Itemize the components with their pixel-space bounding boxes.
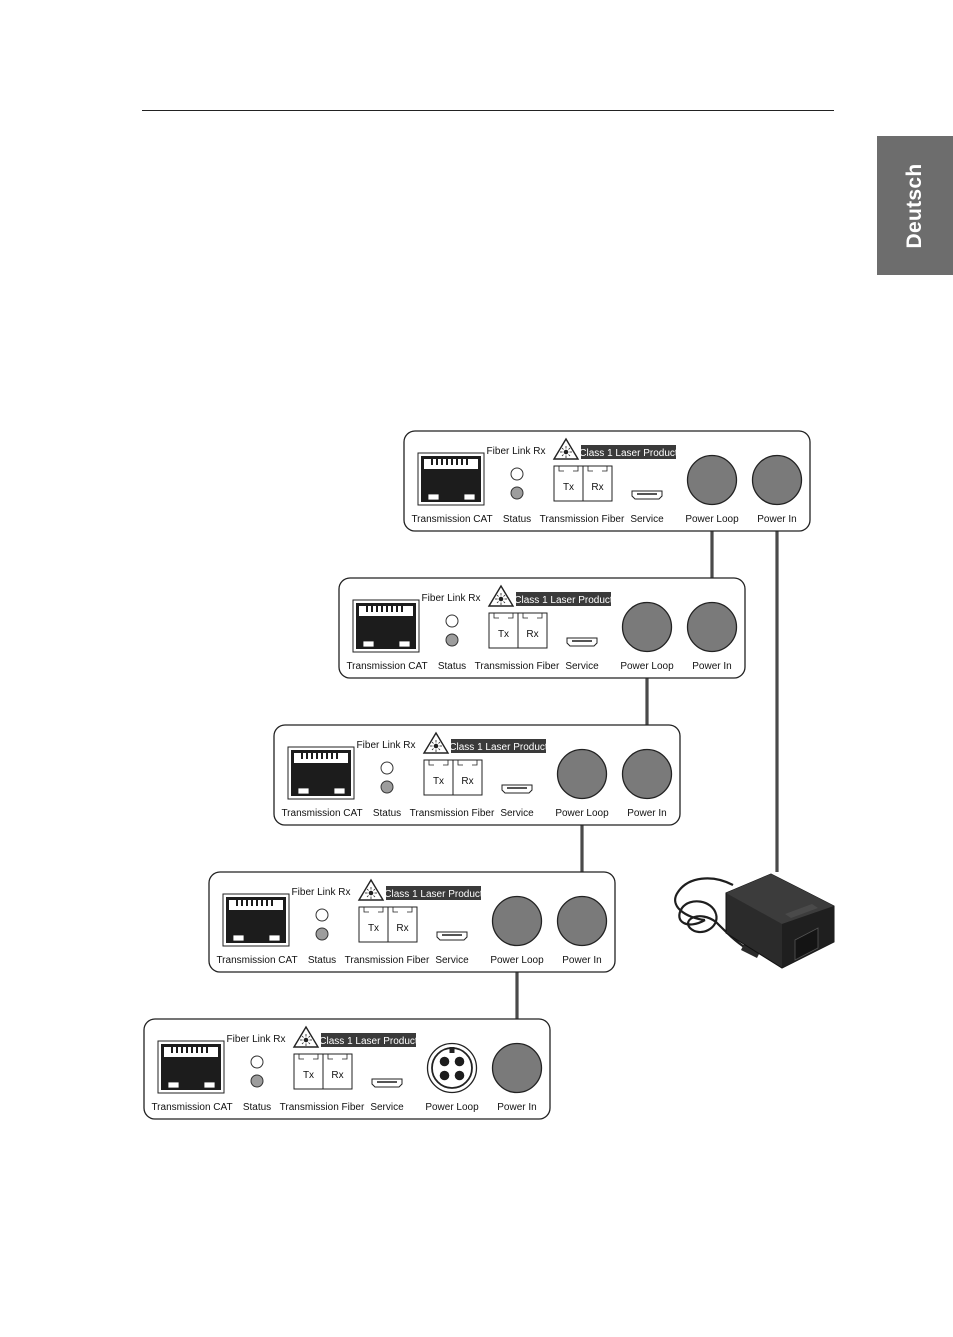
service-label: Service <box>500 808 534 819</box>
fiber-link-rx-label: Fiber Link Rx <box>487 446 546 457</box>
dc-plug <box>741 944 760 958</box>
status-label: Status <box>438 661 466 672</box>
power-in-label: Power In <box>692 661 731 672</box>
transmission-fiber-label: Transmission Fiber <box>475 661 560 672</box>
power-loop-plug <box>621 601 673 653</box>
rx-label: Rx <box>526 629 538 640</box>
rx-label: Rx <box>461 776 473 787</box>
power-loop-plug <box>556 748 608 800</box>
status-label: Status <box>308 955 336 966</box>
device-1: Transmission CAT Fiber Link Rx Status Cl… <box>403 430 811 532</box>
power-loop-label: Power Loop <box>555 808 609 819</box>
tx-label: Tx <box>368 923 379 934</box>
power-in-plug <box>686 601 738 653</box>
power-in-plug <box>491 1042 543 1094</box>
tx-label: Tx <box>498 629 509 640</box>
status-label: Status <box>243 1102 271 1113</box>
tx-label: Tx <box>433 776 444 787</box>
fiber-link-rx-label: Fiber Link Rx <box>292 887 351 898</box>
transmission-cat-label: Transmission CAT <box>151 1102 232 1113</box>
rx-label: Rx <box>396 923 408 934</box>
device-2: Transmission CAT Fiber Link Rx Status Cl… <box>338 577 746 679</box>
power-in-plug <box>621 748 673 800</box>
status-label: Status <box>503 514 531 525</box>
transmission-cat-label: Transmission CAT <box>411 514 492 525</box>
power-in-label: Power In <box>497 1102 536 1113</box>
power-loop-label: Power Loop <box>490 955 544 966</box>
laser-warning-label: Class 1 Laser Product <box>384 889 483 900</box>
service-label: Service <box>630 514 664 525</box>
power-in-label: Power In <box>757 514 796 525</box>
power-in-label: Power In <box>562 955 601 966</box>
tx-label: Tx <box>563 482 574 493</box>
rx-label: Rx <box>331 1070 343 1081</box>
power-loop-plug <box>491 895 543 947</box>
power-loop-label: Power Loop <box>620 661 674 672</box>
device-5: Transmission CAT Fiber Link Rx Status Cl… <box>143 1018 551 1120</box>
fiber-link-rx-label: Fiber Link Rx <box>422 593 481 604</box>
transmission-fiber-label: Transmission Fiber <box>280 1102 365 1113</box>
tx-label: Tx <box>303 1070 314 1081</box>
transmission-fiber-label: Transmission Fiber <box>345 955 430 966</box>
power-supply <box>674 873 835 969</box>
transmission-cat-label: Transmission CAT <box>216 955 297 966</box>
status-label: Status <box>373 808 401 819</box>
power-in-plug <box>556 895 608 947</box>
service-label: Service <box>435 955 469 966</box>
power-loop-socket <box>426 1042 478 1094</box>
power-loop-label: Power Loop <box>425 1102 479 1113</box>
power-loop-plug <box>686 454 738 506</box>
rx-label: Rx <box>591 482 603 493</box>
top-rule <box>142 110 834 111</box>
service-label: Service <box>370 1102 404 1113</box>
transmission-cat-label: Transmission CAT <box>281 808 362 819</box>
laser-warning-label: Class 1 Laser Product <box>514 595 613 606</box>
laser-warning-label: Class 1 Laser Product <box>319 1036 418 1047</box>
transmission-cat-label: Transmission CAT <box>346 661 427 672</box>
laser-warning-label: Class 1 Laser Product <box>579 448 678 459</box>
device-4: Transmission CAT Fiber Link Rx Status Cl… <box>208 871 616 973</box>
device-3: Transmission CAT Fiber Link Rx Status Cl… <box>273 724 681 826</box>
language-tab[interactable]: Deutsch <box>877 136 953 275</box>
power-loop-label: Power Loop <box>685 514 739 525</box>
transmission-fiber-label: Transmission Fiber <box>540 514 625 525</box>
power-in-plug <box>751 454 803 506</box>
laser-warning-label: Class 1 Laser Product <box>449 742 548 753</box>
power-in-label: Power In <box>627 808 666 819</box>
service-label: Service <box>565 661 599 672</box>
fiber-link-rx-label: Fiber Link Rx <box>357 740 416 751</box>
transmission-fiber-label: Transmission Fiber <box>410 808 495 819</box>
fiber-link-rx-label: Fiber Link Rx <box>227 1034 286 1045</box>
ac-inlet <box>794 927 819 961</box>
